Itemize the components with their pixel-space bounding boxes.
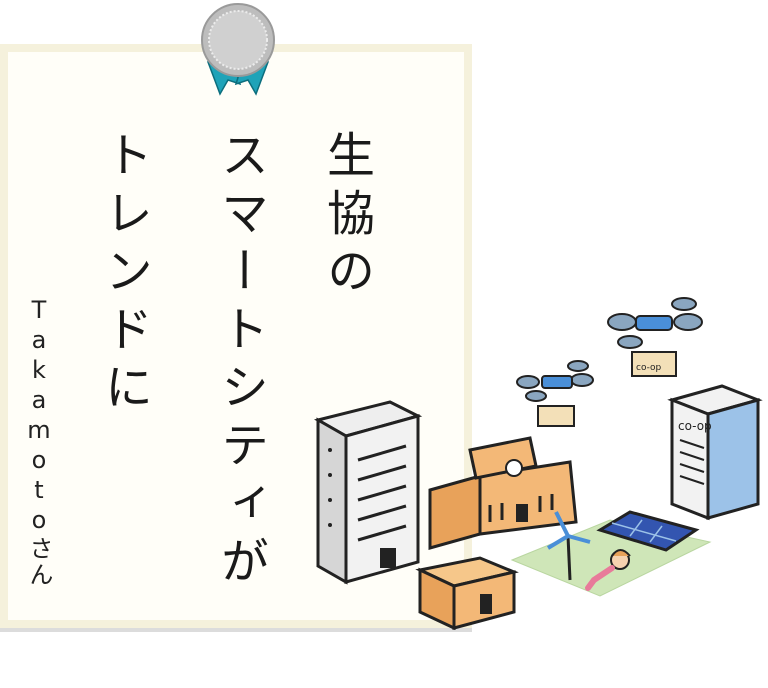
delivery-drone-small-icon <box>516 360 594 427</box>
medal-icon <box>201 3 275 96</box>
poem-line-1: 生協の <box>318 130 374 304</box>
solar-panel-icon <box>596 510 700 552</box>
wind-turbine-icon <box>546 511 591 581</box>
poem-line-2: スマートシティが <box>212 130 268 594</box>
author-name: Takamotoさん <box>25 296 53 588</box>
coop-building-icon: co-op <box>667 384 763 521</box>
drone-package-label: co-op <box>636 363 662 373</box>
delivery-drone-icon: co-op <box>607 297 703 377</box>
house-icon <box>415 556 519 630</box>
poem-line-3: トレンドに <box>96 130 152 420</box>
person-relaxing-icon <box>585 549 631 591</box>
smart-city-illustration: co-op co-op <box>314 297 763 630</box>
poem-card <box>0 44 472 628</box>
coop-building-label: co-op <box>678 419 712 433</box>
office-building-icon <box>314 400 423 585</box>
school-building-icon <box>428 436 578 550</box>
